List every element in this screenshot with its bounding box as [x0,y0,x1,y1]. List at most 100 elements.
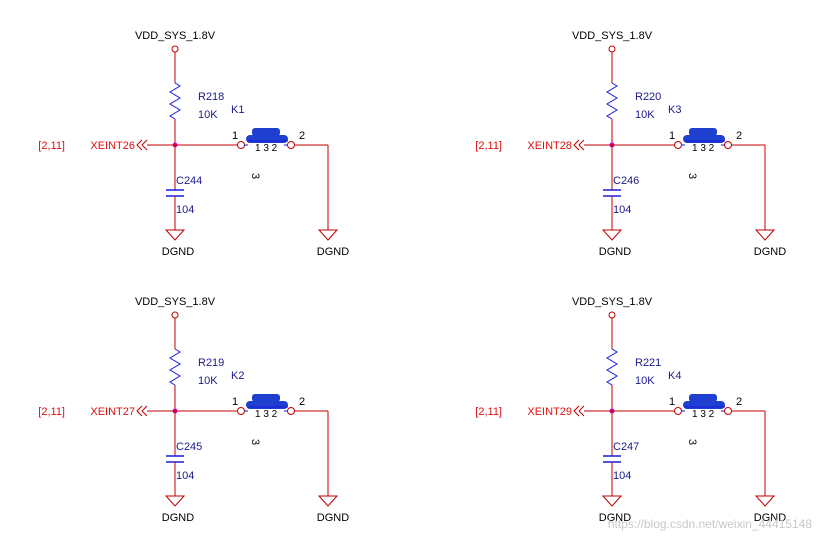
switch-pin2-label: 2 [299,130,305,142]
ground-symbol-left [601,224,623,241]
watermark-text: https://blog.csdn.net/weixin_44415148 [608,517,812,531]
power-label: VDD_SYS_1.8V [572,296,653,308]
ground-label-right: DGND [754,246,786,258]
capacitor-ref: C245 [176,441,202,453]
power-label: VDD_SYS_1.8V [135,296,216,308]
switch-button-body [246,135,288,143]
power-label: VDD_SYS_1.8V [572,30,653,42]
switch-ref: K1 [231,104,244,116]
switch-ref: K4 [668,370,681,382]
switch-button-top [689,128,717,136]
resistor-ref: R220 [635,91,661,103]
chevron-icon [578,405,585,417]
switch-button-top [689,394,717,402]
resistor-symbol [169,348,181,386]
pushbutton-switch: 1 3 2 1 2 3 K4 [612,370,742,445]
resistor-symbol [169,82,181,120]
switch-pin3-label: 3 [249,439,261,445]
switch-pin-right [724,407,732,415]
page-ref-label: [2,11] [38,406,65,418]
switch-pin3-label: 3 [686,439,698,445]
net-label: XEINT28 [527,140,572,152]
switch-button-top [252,394,280,402]
capacitor-ref: C247 [613,441,639,453]
page-ref-label: [2,11] [475,140,502,152]
switch-pin2-label: 2 [299,396,305,408]
ground-label-right: DGND [754,512,786,524]
resistor-ref: R219 [198,357,224,369]
circuit-2: VDD_SYS_1.8V R220 10K XEINT28 [2,11] 1 3 2 1 2 3… [475,30,786,258]
chevron-icon [141,405,148,417]
ground-symbol-right [754,224,776,241]
ground-label-left: DGND [162,246,194,258]
switch-pin-left [237,407,245,415]
capacitor-value: 104 [176,470,194,482]
switch-inner-pins: 1 3 2 [255,409,278,420]
ground-label-right: DGND [317,512,349,524]
net-label: XEINT27 [90,406,135,418]
chevron-icon [141,139,148,151]
resistor-value: 10K [198,375,218,387]
switch-button-body [683,135,725,143]
chevron-icon [578,139,585,151]
switch-pin-right [724,141,732,149]
capacitor-ref: C244 [176,175,202,187]
switch-ref: K3 [668,104,681,116]
power-terminal [608,311,616,319]
chevron-icon [136,405,143,417]
switch-pin2-label: 2 [736,396,742,408]
switch-pin3-label: 3 [686,173,698,179]
resistor-symbol [606,348,618,386]
pushbutton-switch: 1 3 2 1 2 3 K2 [175,370,305,445]
ground-label-left: DGND [599,512,631,524]
switch-pin-left [674,141,682,149]
switch-pin2-label: 2 [736,130,742,142]
switch-pin-right [287,141,295,149]
switch-pin3-label: 3 [249,173,261,179]
capacitor-value: 104 [613,470,631,482]
switch-pin-left [237,141,245,149]
net-label: XEINT29 [527,406,572,418]
ground-symbol-left [601,490,623,507]
net-label: XEINT26 [90,140,135,152]
switch-inner-pins: 1 3 2 [692,409,715,420]
capacitor-ref: C246 [613,175,639,187]
switch-pin1-label: 1 [669,396,675,408]
switch-ref: K2 [231,370,244,382]
resistor-value: 10K [635,375,655,387]
switch-pin1-label: 1 [232,396,238,408]
ground-label-left: DGND [599,246,631,258]
power-terminal [171,45,179,53]
switch-pin1-label: 1 [232,130,238,142]
ground-symbol-right [317,224,339,241]
resistor-ref: R221 [635,357,661,369]
switch-pin-left [674,407,682,415]
page-ref-label: [2,11] [38,140,65,152]
switch-pin1-label: 1 [669,130,675,142]
switch-pin-right [287,407,295,415]
circuit-4: VDD_SYS_1.8V R221 10K XEINT29 [2,11] 1 3 2 1 2 3… [475,296,786,524]
power-terminal [608,45,616,53]
circuit-3: VDD_SYS_1.8V R219 10K XEINT27 [2,11] 1 3 2 1 2 3… [38,296,349,524]
chevron-icon [573,139,580,151]
resistor-symbol [606,82,618,120]
ground-label-right: DGND [317,246,349,258]
capacitor-value: 104 [176,204,194,216]
ground-symbol-right [754,490,776,507]
ground-symbol-left [164,490,186,507]
pushbutton-switch: 1 3 2 1 2 3 K3 [612,104,742,179]
chevron-icon [573,405,580,417]
resistor-value: 10K [635,109,655,121]
switch-button-body [683,401,725,409]
page-ref-label: [2,11] [475,406,502,418]
ground-symbol-left [164,224,186,241]
capacitor-value: 104 [613,204,631,216]
ground-symbol-right [317,490,339,507]
resistor-ref: R218 [198,91,224,103]
switch-inner-pins: 1 3 2 [692,143,715,154]
resistor-value: 10K [198,109,218,121]
switch-button-body [246,401,288,409]
